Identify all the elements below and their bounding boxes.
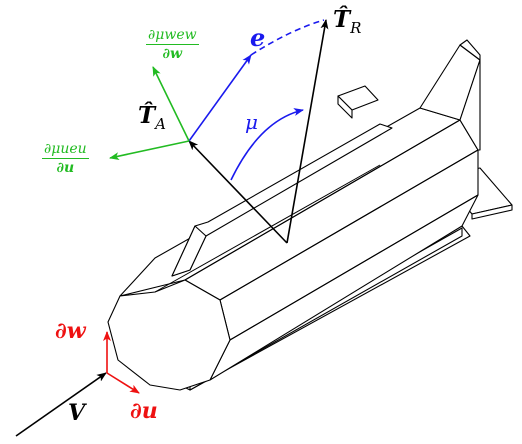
mu-label: μ <box>245 110 258 134</box>
dmuw-numerator: ∂μwew <box>146 27 199 45</box>
dorsal-rail-side <box>171 225 207 277</box>
hull-rear-cap <box>459 39 481 61</box>
v-label: V <box>68 400 86 426</box>
dmuw-denominator: ∂w <box>162 46 183 62</box>
dmuw-fraction: ∂μwew ∂w <box>146 28 199 61</box>
e-vector-arrow <box>188 54 252 142</box>
spacecraft-body <box>107 39 513 391</box>
t-r-subscript: R <box>350 19 362 37</box>
du-label: ∂u <box>130 398 158 424</box>
t-a-label: T̂A <box>138 102 166 132</box>
dw-label: ∂w <box>55 318 86 344</box>
du-vector-arrow <box>106 372 140 394</box>
t-r-label: T̂R <box>333 6 361 36</box>
dmuu-fraction: ∂μueu ∂u <box>42 142 89 175</box>
t-a-vector-arrow <box>188 140 288 244</box>
dmuu-numerator: ∂μueu <box>42 141 89 159</box>
hull-front-cap <box>107 279 231 391</box>
e-dashed-arc <box>250 19 325 56</box>
hull-edges <box>154 119 479 341</box>
side-fin-edge <box>471 204 513 220</box>
t-r-symbol: T̂ <box>333 6 351 33</box>
dmuu-vector-arrow <box>109 140 190 161</box>
v-vector-arrow <box>15 372 107 437</box>
hull-rear-side <box>459 59 481 151</box>
mu-arc <box>230 108 304 181</box>
t-a-symbol: T̂ <box>138 102 156 129</box>
t-a-subscript: A <box>155 115 166 133</box>
e-label: e <box>250 23 266 52</box>
dmuu-denominator: ∂u <box>56 160 75 176</box>
t-r-vector-arrow <box>286 19 329 244</box>
dmuw-vector-arrow <box>152 66 190 142</box>
top-fin-side <box>337 95 353 119</box>
